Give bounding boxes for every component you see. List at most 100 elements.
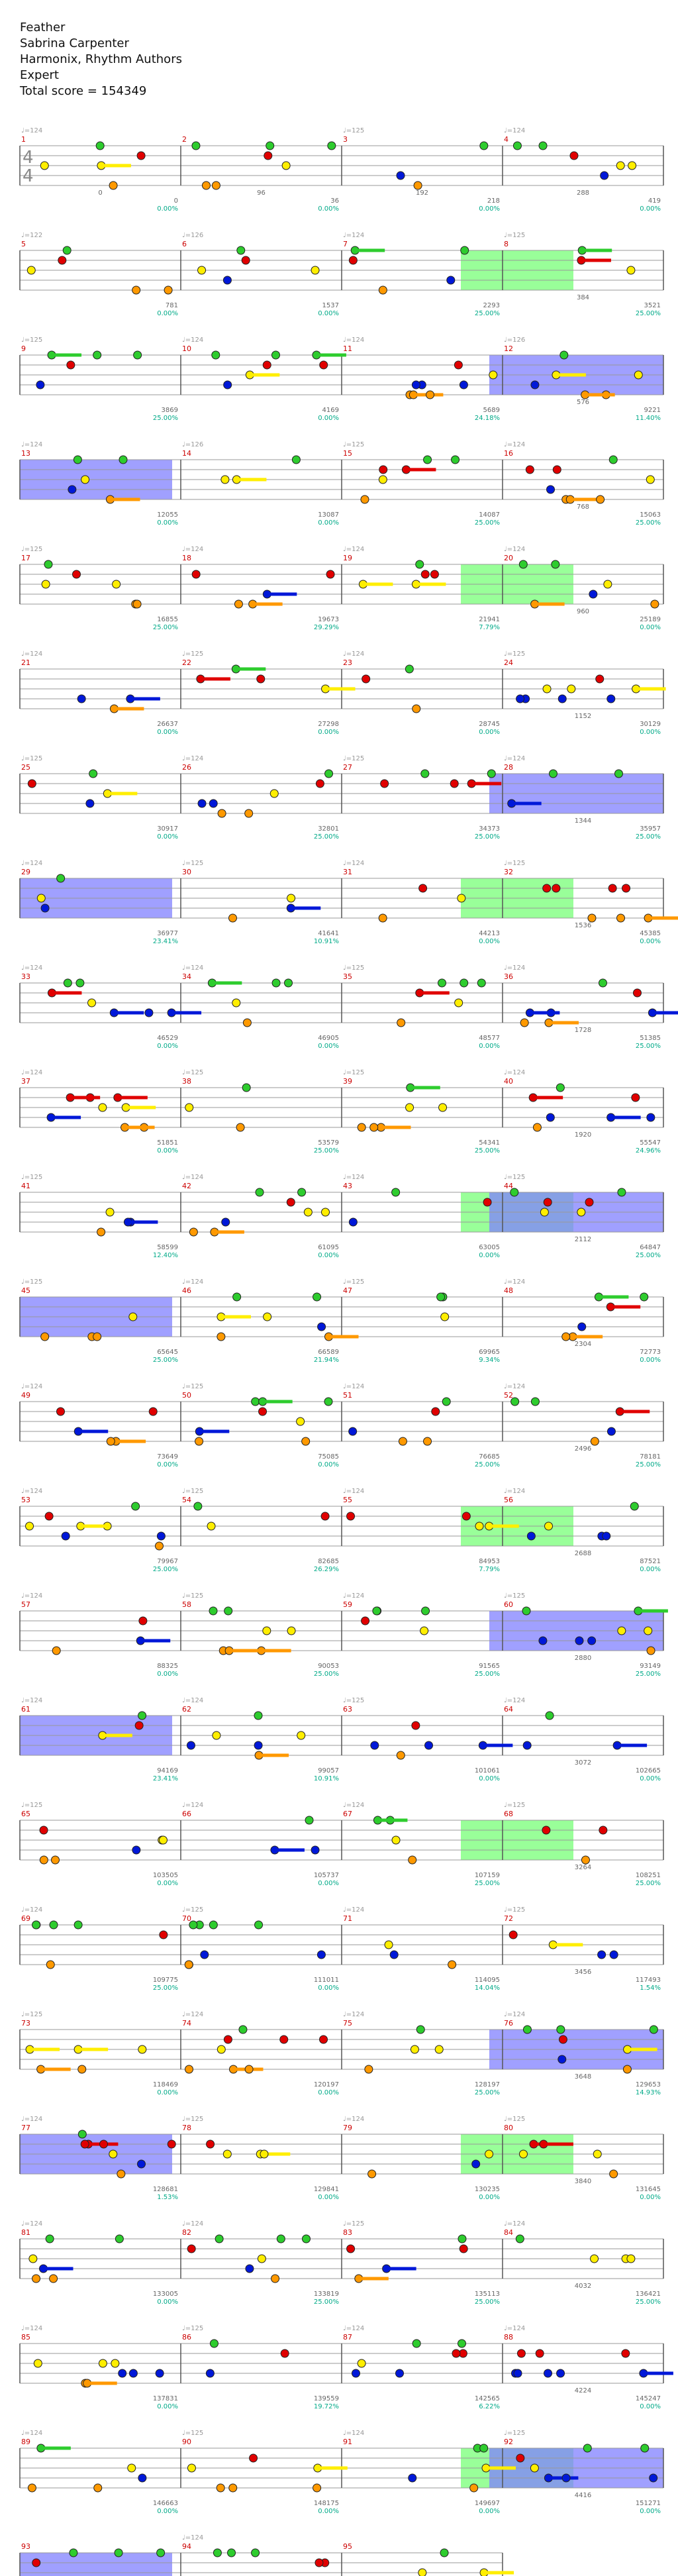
measure-number: 83 (343, 2228, 352, 2237)
measure-number: 25 (21, 763, 30, 772)
note-gem (327, 141, 336, 150)
note-gem (405, 1103, 414, 1112)
measure-percent: 25.00% (314, 1147, 339, 1155)
measure-number: 72 (504, 1914, 513, 1923)
measure-score: 93149 (640, 1663, 661, 1670)
measure-percent: 7.79% (479, 624, 500, 631)
note-gem (430, 570, 439, 579)
measure-percent: 29.29% (314, 624, 339, 631)
note-gem (211, 350, 220, 360)
staff-row: 891466630.00%901481750.00%911496970.00%9… (19, 2430, 664, 2515)
note-gem (315, 779, 324, 788)
note-gem (420, 1626, 429, 1635)
note-gem (132, 1845, 141, 1855)
measure-percent: 25.00% (636, 1252, 661, 1259)
measure-percent: 0.00% (318, 1252, 339, 1259)
note-gem (241, 256, 250, 265)
note-gem (258, 1407, 267, 1416)
note-gem (631, 1093, 640, 1102)
measure-score: 114095 (475, 1977, 500, 1984)
note-gem (50, 1855, 60, 1865)
measure-score: 82685 (318, 1558, 339, 1565)
tempo-marker: ♩=124 (343, 336, 364, 344)
note-gem (138, 1616, 148, 1625)
measure-percent: 25.00% (475, 2089, 500, 2096)
staff-row: 171685525.00%181967329.29%19219417.79%20… (19, 546, 664, 631)
note-gem (614, 769, 623, 778)
note-gem (132, 599, 142, 609)
tempo-marker: ♩=125 (182, 1383, 203, 1390)
note-gem (391, 1835, 401, 1845)
note-gem (44, 1512, 54, 1521)
note-gem (457, 894, 466, 903)
note-gem (538, 1636, 548, 1645)
measure-percent: 0.00% (157, 2403, 178, 2410)
measure-number: 26 (182, 763, 191, 772)
note-gem (538, 141, 548, 150)
note-gem (286, 1198, 295, 1207)
measure-score: 151271 (636, 2500, 661, 2507)
note-gem (249, 2453, 258, 2463)
note-gem (469, 2483, 479, 2493)
note-gem (212, 1731, 221, 1740)
measure-number: 24 (504, 658, 513, 667)
measure-percent: 25.00% (475, 519, 500, 527)
note-gem (311, 266, 320, 275)
note-gem (617, 1188, 626, 1197)
measure-number: 65 (21, 1810, 30, 1818)
beat-number: 576 (577, 399, 589, 406)
beat-number: 3648 (575, 2073, 591, 2081)
note-gem (242, 1083, 251, 1092)
note-gem (242, 1018, 252, 1027)
tempo-marker: ♩=125 (343, 755, 364, 762)
tempo-marker: ♩=124 (21, 1697, 42, 1704)
note-gem (552, 884, 561, 893)
measure-number: 3 (343, 135, 348, 144)
note-gem (251, 1397, 260, 1406)
measure-percent: 25.00% (636, 1043, 661, 1050)
note-gem (535, 2349, 544, 2358)
note-gem (640, 1292, 649, 1302)
charter-name: Harmonix, Rhythm Authors (20, 52, 182, 66)
note-gem (321, 1208, 330, 1217)
staff-row: 57810.00%615370.00%7229325.00%8384352125… (19, 232, 664, 317)
staff-row: 851378310.00%8613955919.72%871425656.22%… (19, 2325, 673, 2410)
note-gem (106, 1437, 115, 1446)
tempo-marker: ♩=126 (182, 232, 203, 239)
note-gem (436, 1292, 446, 1302)
measure-number: 41 (21, 1182, 30, 1190)
measure-score: 105737 (314, 1872, 339, 1879)
measure-score: 65645 (157, 1349, 178, 1356)
note-gem (542, 1826, 551, 1835)
note-gem (99, 2139, 109, 2149)
measure-number: 2 (182, 135, 187, 144)
note-gem (569, 151, 579, 160)
beat-number: 1728 (575, 1027, 591, 1034)
note-gem (319, 360, 328, 370)
note-gem (209, 2339, 218, 2348)
note-gem (303, 1208, 313, 1217)
note-gem (577, 1322, 587, 1331)
staff-row: 9386925.00%1041690.00%11568924.18%125769… (19, 336, 664, 422)
tempo-marker: ♩=124 (182, 336, 203, 344)
tempo-marker: ♩=124 (504, 1697, 525, 1704)
tempo-marker: ♩=124 (504, 1069, 525, 1076)
measure-number: 47 (343, 1286, 352, 1295)
tempo-marker: ♩=125 (343, 964, 364, 972)
measure-percent: 0.00% (479, 1252, 500, 1259)
tempo-marker: ♩=124 (504, 1383, 525, 1390)
note-gem (158, 1835, 168, 1845)
note-gem (364, 2065, 373, 2074)
staff-row: 57883250.00%589005325.00%599156525.00%60… (19, 1592, 668, 1678)
note-gem (138, 1711, 147, 1720)
note-gem (184, 1960, 193, 1969)
measure-percent: 1.54% (640, 1984, 661, 1992)
staff-row: 619416923.41%629905710.91%631010610.00%6… (19, 1697, 664, 1782)
note-gem (510, 1397, 520, 1406)
note-gem (313, 1292, 322, 1302)
note-gem (644, 1626, 653, 1635)
note-gem (287, 1626, 296, 1635)
measure-score: 30129 (640, 721, 661, 728)
note-gem (112, 580, 121, 589)
tempo-marker: ♩=124 (21, 2116, 42, 2123)
